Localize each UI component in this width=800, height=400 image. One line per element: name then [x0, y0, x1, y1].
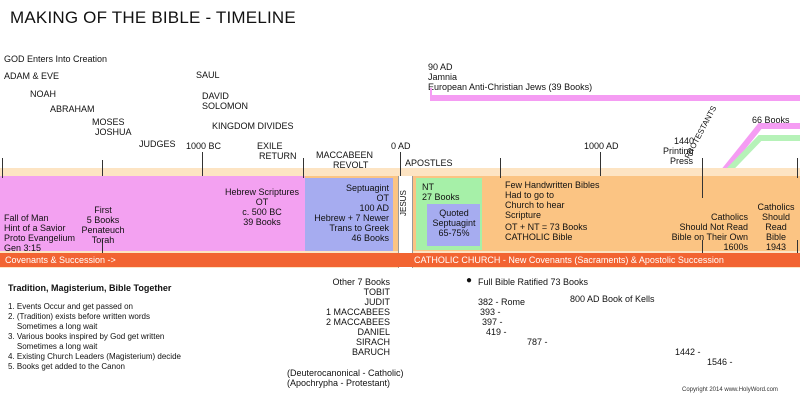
quoted-septuagint-box: [427, 204, 480, 246]
label-joshua: JOSHUA: [95, 127, 132, 137]
succession-bar: [0, 253, 800, 267]
label-66-books: 66 Books: [752, 115, 790, 125]
label-solomon: SOLOMON: [202, 101, 249, 111]
tradition-item: 4. Existing Church Leaders (Magisterium)…: [8, 352, 181, 361]
label-printing: Printing: [663, 146, 694, 156]
fall-of-man-text: Fall of Man Hint of a Savior Proto Evang…: [4, 213, 76, 253]
tick-2000ad: [797, 158, 798, 178]
nt-27-books-text: NT 27 Books: [422, 182, 460, 202]
deutero-book: TOBIT: [363, 287, 390, 297]
event-1442: 1442 -: [675, 347, 701, 357]
deutero-book: SIRACH: [355, 337, 390, 347]
hebrew-scriptures-text: Hebrew Scriptures OT c. 500 BC 39 Books: [224, 187, 300, 227]
label-kingdom-divides: KINGDOM DIVIDES: [212, 121, 294, 131]
deutero-book: JUDIT: [364, 297, 391, 307]
tradition-item: 2. (Tradition) exists before written wor…: [8, 312, 150, 321]
tick-500ad: [500, 158, 501, 178]
deutero-book: BARUCH: [351, 347, 390, 357]
event-1546: 1546 -: [707, 357, 733, 367]
tick-1000bc: [202, 152, 203, 176]
event-397: 397 -: [482, 317, 503, 327]
catholic-bible-text: OT + NT = 73 Books CATHOLIC Bible: [505, 222, 588, 242]
label-apostles: APOSTLES: [405, 158, 453, 168]
deuterocanonical-note: (Deuterocanonical - Catholic): [287, 368, 404, 378]
label-0ad: 0 AD: [391, 141, 411, 151]
label-noah: NOAH: [30, 89, 57, 99]
apocrypha-note: (Apochrypha - Protestant): [287, 378, 391, 388]
label-adam-eve: ADAM & EVE: [4, 71, 60, 81]
tick-1500ad-lower: [702, 240, 703, 253]
catholic-church-label: CATHOLIC CHURCH - New Covenants (Sacrame…: [414, 255, 724, 265]
label-maccabeen: MACCABEEN: [316, 150, 374, 160]
tradition-item: 3. Various books inspired by God get wri…: [8, 332, 165, 341]
bullet-icon: ●: [466, 275, 473, 286]
tick-0ad: [400, 152, 401, 176]
label-revolt: REVOLT: [333, 160, 369, 170]
old-testament-section: [0, 176, 305, 251]
label-return: RETURN: [259, 151, 297, 161]
label-saul: SAUL: [196, 70, 220, 80]
tick-2000ad-lower: [797, 240, 798, 253]
label-abraham: ABRAHAM: [50, 104, 95, 114]
deutero-book: 2 MACCABEES: [325, 317, 390, 327]
jesus-label: JESUS: [399, 190, 409, 216]
label-jamnia: Jamnia: [428, 72, 458, 82]
label-1440: 1440: [674, 136, 695, 146]
tick-moses-lower: [102, 240, 103, 253]
label-european-jews: European Anti-Christian Jews (39 Books): [428, 82, 593, 92]
septuagint-text: Septuagint OT 100 AD Hebrew + 7 Newer Tr…: [314, 183, 389, 243]
label-1000bc: 1000 BC: [186, 141, 222, 151]
copyright-text: Copyright 2014 www.HolyWord.com: [682, 387, 778, 393]
label-judges: JUDGES: [139, 139, 176, 149]
tradition-heading: Tradition, Magisterium, Bible Together: [8, 283, 172, 293]
first-five-books-text: First 5 Books Penateuch Torah: [81, 205, 125, 245]
jesus-column: [398, 176, 413, 268]
tradition-item: Sometimes a long wait: [8, 322, 98, 331]
label-moses: MOSES: [92, 117, 125, 127]
label-press: Press: [670, 156, 694, 166]
tick-1500ad: [702, 158, 703, 198]
page-title: MAKING OF THE BIBLE - TIMELINE: [10, 8, 296, 27]
catholics-should-not-read-text: Catholics Should Not Read Bible on Their…: [671, 212, 748, 252]
deutero-book: DANIEL: [357, 327, 390, 337]
quoted-septuagint-text: Quoted Septuagint 65-75%: [432, 208, 476, 238]
septuagint-section: [305, 178, 393, 251]
label-exile: EXILE: [257, 141, 283, 151]
full-bible-ratified-text: Full Bible Ratified 73 Books: [478, 277, 589, 287]
event-382-rome: 382 - Rome: [478, 297, 526, 307]
covenants-succession-label: Covenants & Succession ->: [5, 255, 116, 265]
tick-creation: [2, 158, 3, 178]
tradition-item: Sometimes a long wait: [8, 342, 98, 351]
label-90ad: 90 AD: [428, 62, 453, 72]
tradition-item: 1. Events Occur and get passed on: [8, 302, 133, 311]
label-1000ad: 1000 AD: [584, 141, 619, 151]
tick-500bc: [303, 158, 304, 178]
catholics-should-read-text: Catholics Should Read Bible 1943: [757, 202, 795, 252]
label-david: DAVID: [202, 91, 229, 101]
label-god-enters-creation: GOD Enters Into Creation: [4, 54, 108, 64]
tradition-item: 5. Books get added to the Canon: [8, 362, 125, 371]
deutero-book: Other 7 Books: [332, 277, 390, 287]
event-787: 787 -: [527, 337, 548, 347]
event-419: 419 -: [486, 327, 507, 337]
event-393: 393 -: [480, 307, 501, 317]
tick-1000ad: [600, 152, 601, 176]
tick-moses: [102, 160, 103, 176]
handwritten-bibles-text: Few Handwritten Bibles Had to go to Chur…: [505, 180, 600, 220]
book-of-kells-text: 800 AD Book of Kells: [570, 294, 655, 304]
jewish-canon-line: [430, 95, 800, 101]
deutero-book: 1 MACCABEES: [325, 307, 390, 317]
